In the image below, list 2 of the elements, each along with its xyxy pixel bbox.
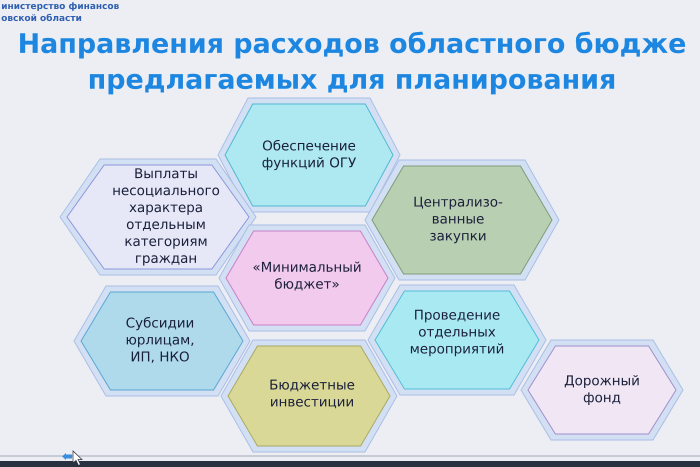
header-text: инистерство финансов овской области — [2, 2, 119, 22]
title: Направления расходов областного бюдже предлагаемых для планирования — [20, 32, 686, 94]
